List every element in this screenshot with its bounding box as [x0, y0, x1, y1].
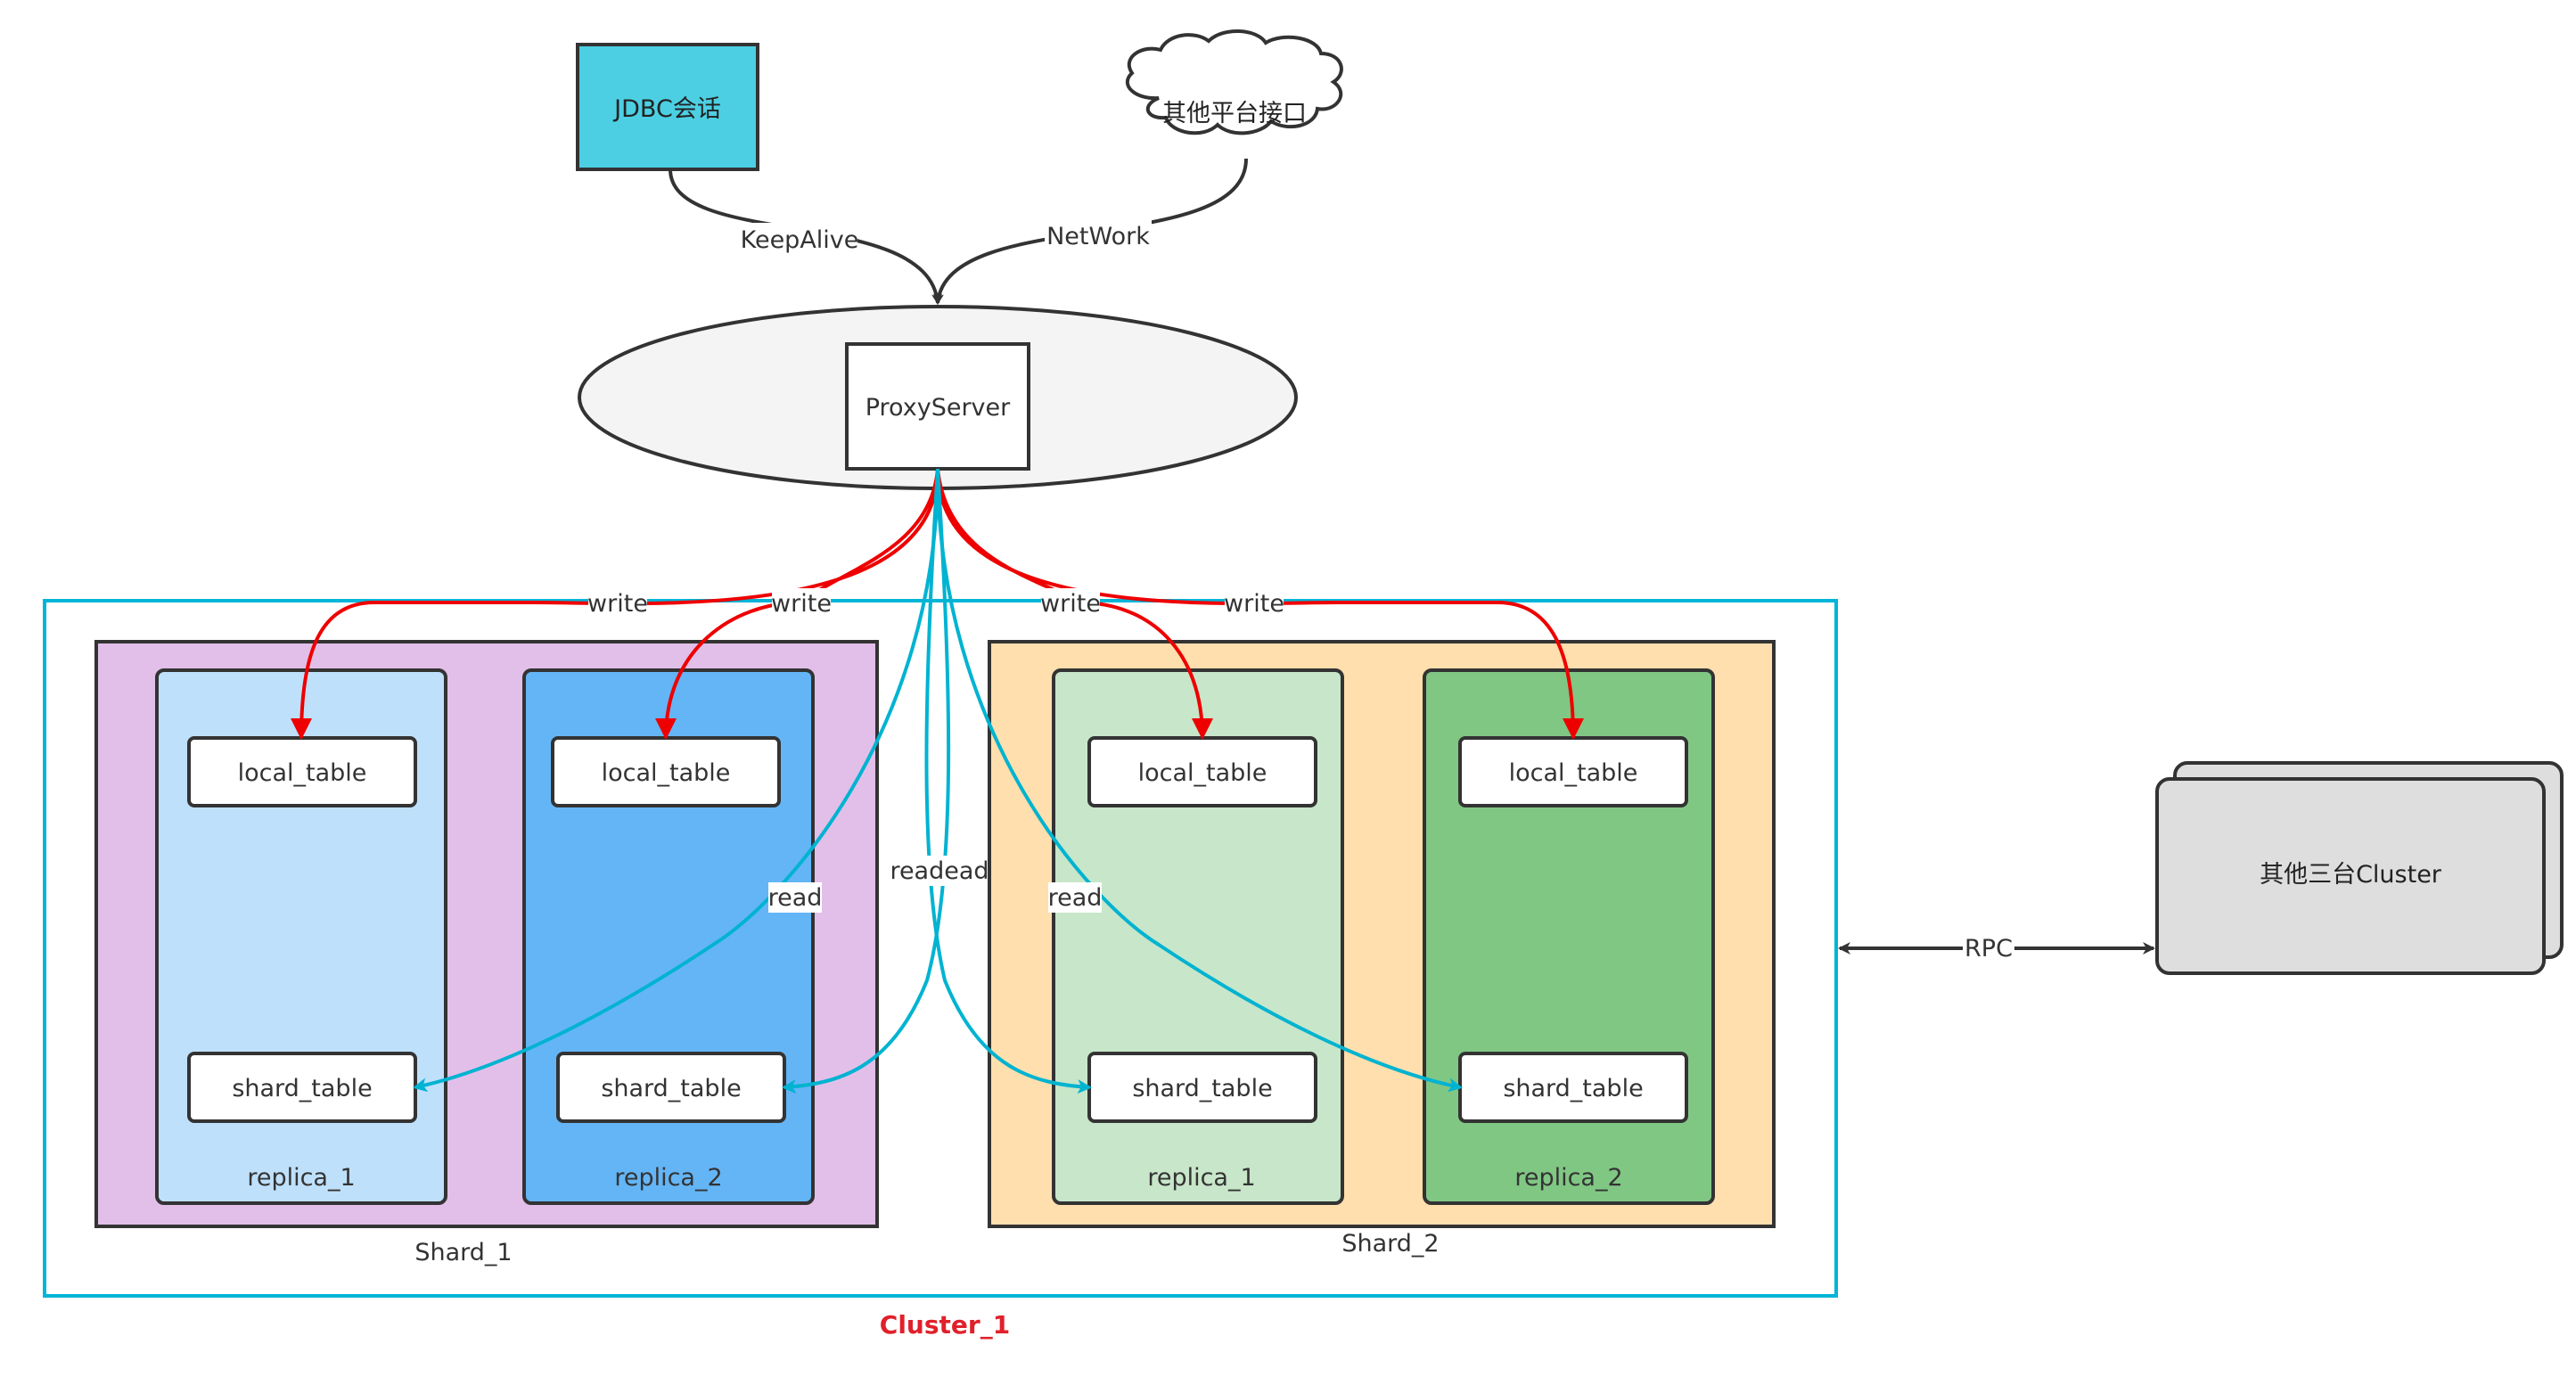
- write-label-4: write: [1224, 590, 1284, 618]
- write-label-4-bg: [1225, 588, 1284, 619]
- other-cluster-label: 其他三台Cluster: [2260, 861, 2442, 889]
- read-label-2: read: [1048, 884, 1103, 912]
- read-label-1-bg: [768, 882, 822, 913]
- shard-1-replica-2-label: replica_2: [614, 1164, 722, 1192]
- other-platform-label: 其他平台接口: [1162, 100, 1307, 127]
- rpc-label: RPC: [1965, 935, 2013, 963]
- read-line-s2-r2: [936, 468, 1463, 1093]
- readead-label: readead: [890, 857, 989, 885]
- shard-1-replica-1-label: replica_1: [247, 1164, 355, 1192]
- s1-r2-local-table-label: local_table: [602, 759, 731, 787]
- cluster-boundary: [43, 599, 1838, 1298]
- write-arrowhead-s1-r1: [291, 718, 312, 740]
- network-label-bg: [1045, 219, 1152, 251]
- read-line-s2-r1: [924, 468, 1092, 1094]
- write-label-3: write: [1040, 590, 1101, 618]
- network-label: NetWork: [1046, 223, 1150, 250]
- write-label-1-bg: [588, 588, 647, 619]
- readead-label-bg: [891, 856, 988, 886]
- shard-1-label: Shard_1: [414, 1239, 512, 1266]
- write-arrowhead-s1-r2: [655, 718, 677, 740]
- s1-r2-shard-table-label: shard_table: [601, 1075, 741, 1102]
- write-arrowhead-s2-r1: [1192, 718, 1213, 740]
- keepalive-label: KeepAlive: [741, 226, 859, 254]
- s2-r2-shard-table-label: shard_table: [1503, 1075, 1643, 1102]
- write-label-2-bg: [772, 588, 831, 619]
- keepalive-label-bg: [742, 223, 857, 255]
- s2-r1-shard-table-label: shard_table: [1132, 1075, 1272, 1102]
- s1-r1-local-table-label: local_table: [238, 759, 367, 787]
- s2-r1-local-table-label: local_table: [1138, 759, 1267, 787]
- shard-2-replica-1-label: replica_1: [1147, 1164, 1255, 1192]
- other-platform-cloud-icon: [1125, 29, 1343, 135]
- s1-r1-shard-table-label: shard_table: [232, 1075, 372, 1102]
- other-cluster-box: [2155, 777, 2546, 975]
- shard-2-replica-2-label: replica_2: [1514, 1164, 1622, 1192]
- read-label-1: read: [768, 884, 823, 912]
- write-label-1: write: [587, 590, 648, 618]
- proxy-server-label: ProxyServer: [866, 394, 1011, 422]
- jdbc-session-label: JDBC会话: [612, 95, 721, 123]
- write-label-2: write: [771, 590, 832, 618]
- cluster-label: Cluster_1: [880, 1310, 1010, 1340]
- read-line-s1-r1: [413, 468, 939, 1093]
- s2-r2-local-table-label: local_table: [1509, 759, 1638, 787]
- shard-2-label: Shard_2: [1341, 1230, 1439, 1258]
- read-label-2-bg: [1048, 882, 1102, 913]
- write-arrowhead-s2-r2: [1563, 718, 1584, 740]
- rpc-label-bg: [1963, 932, 2014, 963]
- write-label-3-bg: [1041, 588, 1100, 619]
- jdbc-session-box: [576, 43, 759, 171]
